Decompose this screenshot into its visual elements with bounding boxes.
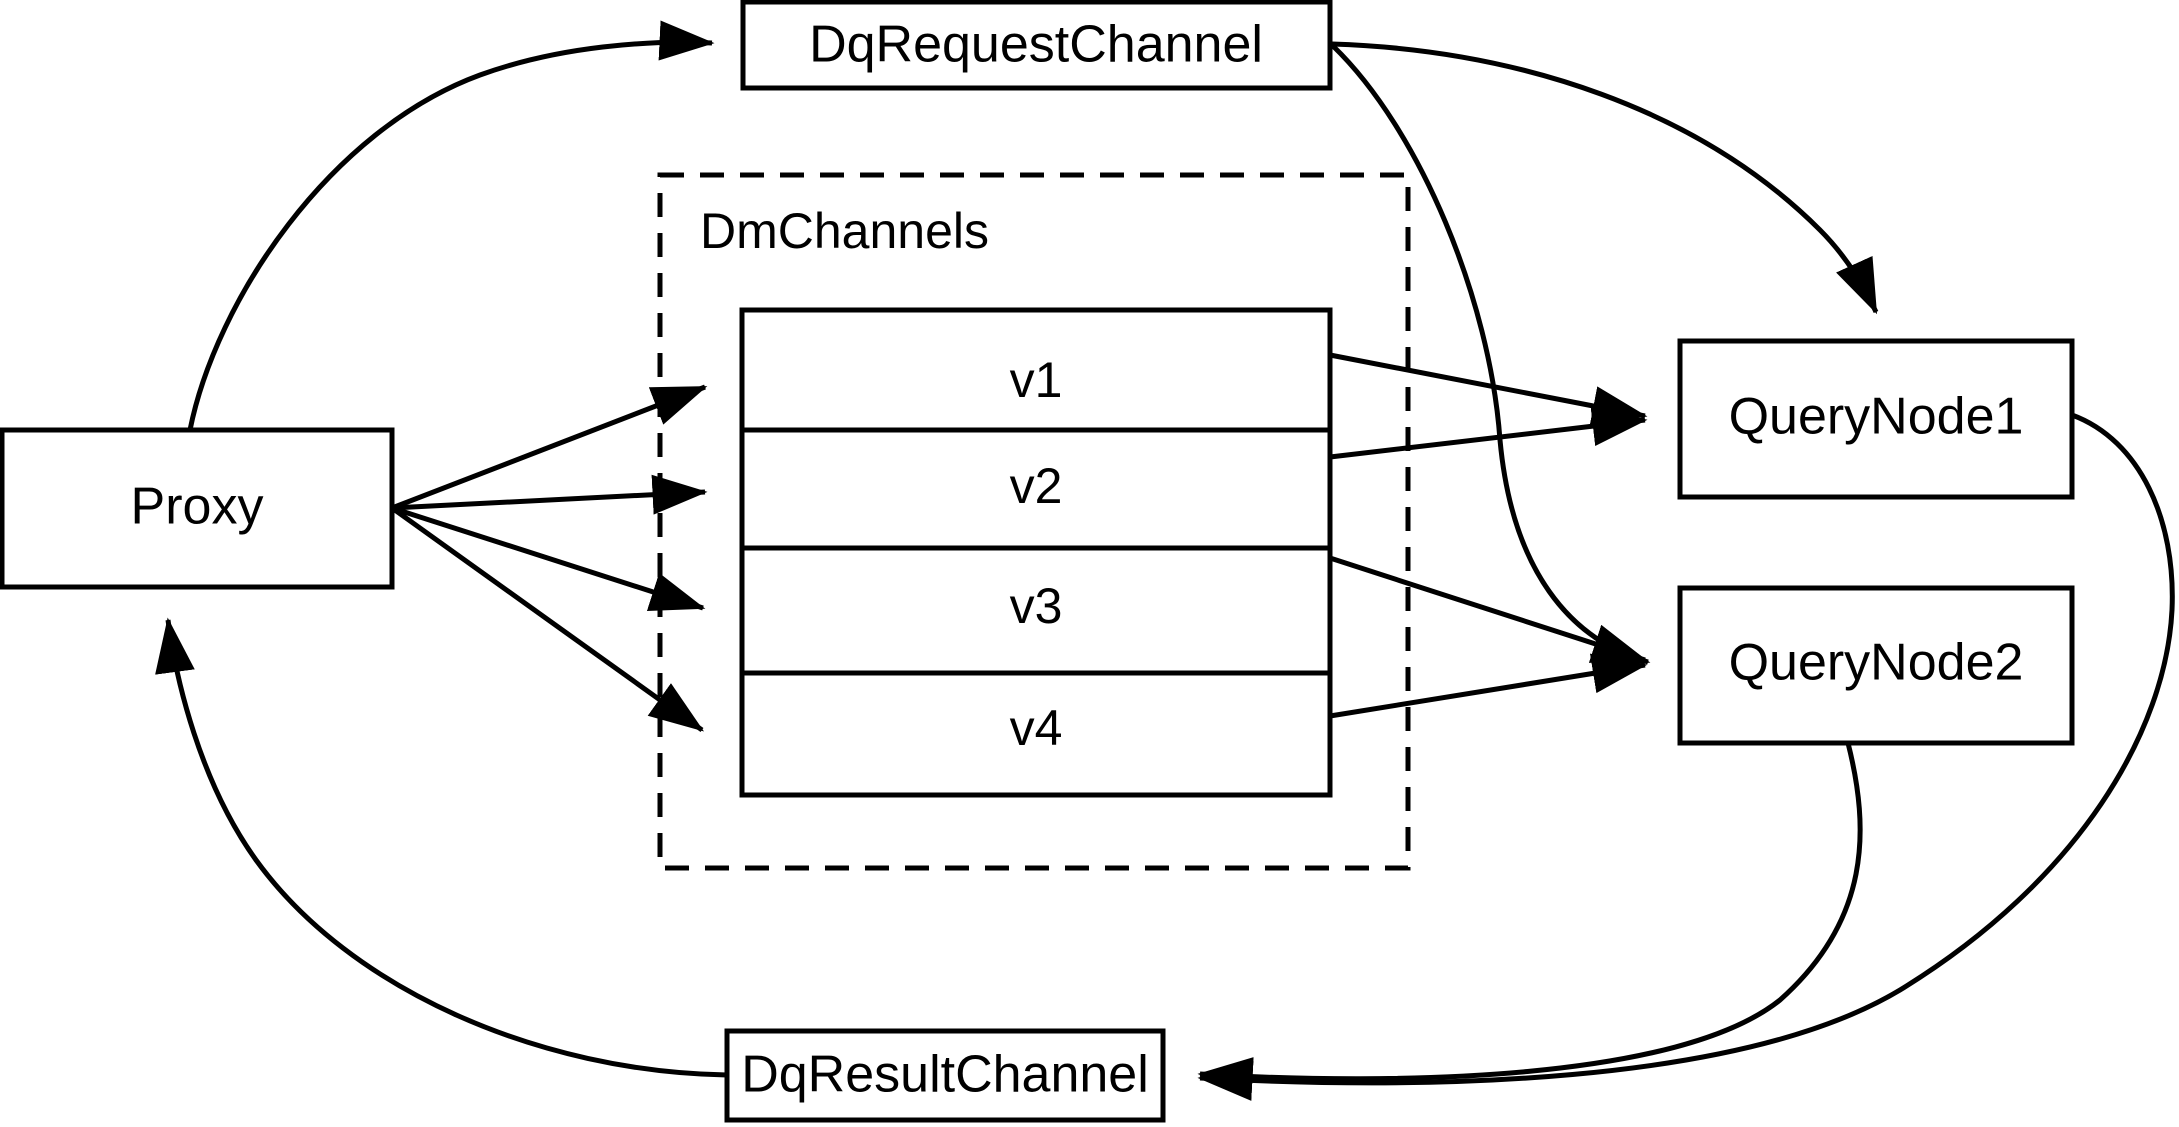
dm-channels-group: DmChannels xyxy=(657,172,1411,871)
node-proxy[interactable]: Proxy xyxy=(0,427,395,590)
edge-query-node-1-to-dq-result-channel xyxy=(1197,412,2175,1101)
proxy-box[interactable] xyxy=(0,427,395,590)
query-node-1-label: QueryNode1 xyxy=(1729,388,2024,446)
channel-row-v3-label: v3 xyxy=(1010,578,1063,634)
dq-result-channel-label: DqResultChannel xyxy=(741,1046,1149,1104)
edge-proxy-to-v1 xyxy=(391,384,708,511)
query-node-2-label: QueryNode2 xyxy=(1729,634,2024,692)
edge-v1-to-query-node-1 xyxy=(1329,352,1648,426)
edge-query-node-2-to-dq-result-channel xyxy=(1197,742,1863,1098)
channel-row-v1-label: v1 xyxy=(1010,352,1063,408)
edge-dq-request-channel-to-query-node-1 xyxy=(1331,41,1879,315)
edge-proxy-to-v3 xyxy=(391,505,706,611)
channel-row-v4-label: v4 xyxy=(1010,700,1063,756)
edge-v4-to-query-node-2 xyxy=(1329,653,1648,719)
node-query-node-2[interactable]: QueryNode2 xyxy=(1677,585,2075,746)
dm-channels-table-box xyxy=(739,307,1333,798)
query-node-2-box[interactable] xyxy=(1677,585,2075,746)
node-dq-result-channel[interactable]: DqResultChannel xyxy=(724,1028,1166,1123)
dq-request-channel-label: DqRequestChannel xyxy=(809,16,1263,74)
edge-dq-request-channel-to-query-node-2 xyxy=(1331,44,1651,667)
edge-dq-result-channel-to-proxy xyxy=(155,617,728,1078)
node-query-node-1[interactable]: QueryNode1 xyxy=(1677,338,2075,500)
dq-result-channel-box[interactable] xyxy=(724,1028,1166,1123)
channel-row-v2-label: v2 xyxy=(1010,458,1063,514)
edge-v2-to-query-node-1 xyxy=(1329,406,1648,460)
query-node-1-box[interactable] xyxy=(1677,338,2075,500)
dm-channels-group-label: DmChannels xyxy=(700,203,989,259)
dq-request-channel-box[interactable] xyxy=(740,0,1333,91)
dm-channels-table: v1 v2 v3 v4 xyxy=(739,307,1333,798)
edge-proxy-to-v2 xyxy=(391,474,708,515)
edge-v3-to-query-node-2 xyxy=(1329,555,1648,663)
edge-proxy-to-dq-request-channel xyxy=(187,20,715,431)
proxy-label: Proxy xyxy=(131,478,264,536)
dm-channels-group-border xyxy=(657,172,1411,871)
node-dq-request-channel[interactable]: DqRequestChannel xyxy=(740,0,1333,91)
edge-proxy-to-v4 xyxy=(390,505,705,733)
